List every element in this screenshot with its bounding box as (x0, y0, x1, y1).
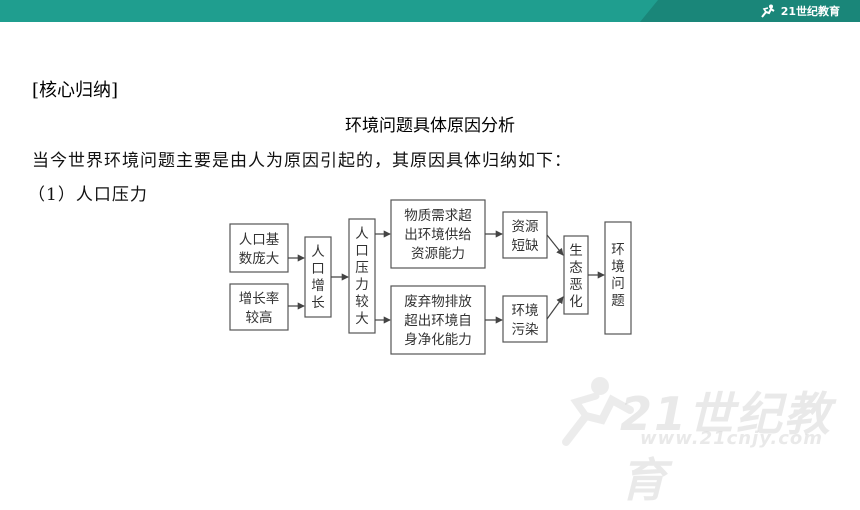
box-waste-discharge-line2: 超出环境自 (404, 313, 472, 329)
box-resource-shortage-line2: 短缺 (512, 238, 540, 254)
box-ecological-deterioration-c1: 生 (569, 243, 583, 259)
watermark-url: www.21cnjy.com (640, 428, 823, 449)
box-population-base: 人口基 数庞大 (229, 223, 289, 273)
box-population-pressure-c4: 力 (355, 277, 369, 293)
box-growth-rate-line2: 较高 (246, 309, 273, 326)
box-material-demand: 物质需求超 出环境供给 资源能力 (390, 199, 486, 269)
box-environmental-pollution: 环境 污染 (502, 295, 548, 343)
logo-text: 21世纪教育 (780, 5, 840, 18)
box-ecological-deterioration-c4: 化 (569, 294, 583, 310)
box-population-base-line1: 人口基 (239, 231, 280, 248)
box-environmental-problem-c3: 问 (611, 276, 625, 292)
box-population-pressure-c3: 压 (355, 260, 369, 276)
box-waste-discharge-line3: 身净化能力 (404, 332, 472, 348)
box-population-pressure-c5: 较 (355, 294, 369, 310)
box-environmental-pollution-line1: 环境 (512, 303, 539, 319)
box-growth-rate: 增长率 较高 (229, 283, 289, 331)
box-environmental-problem-c4: 题 (611, 293, 625, 309)
box-material-demand-line2: 出环境供给 (404, 227, 472, 243)
watermark-runner-icon (562, 377, 634, 446)
runner-icon (760, 4, 775, 18)
box-growth-rate-line1: 增长率 (239, 290, 280, 307)
box-population-pressure-c2: 口 (355, 243, 369, 259)
page-title-text: 环境问题具体原因分析 (345, 116, 515, 136)
box-ecological-deterioration-c2: 态 (569, 260, 583, 276)
box-environmental-problem: 环 境 问 题 (604, 221, 632, 335)
box-population-pressure: 人 口 压 力 较 大 (348, 218, 376, 334)
box-environmental-problem-c2: 境 (611, 259, 625, 275)
box-ecological-deterioration: 生 态 恶 化 (563, 235, 589, 315)
top-banner-accent (640, 0, 860, 22)
box-material-demand-line1: 物质需求超 (404, 208, 472, 224)
box-material-demand-line3: 资源能力 (411, 246, 465, 262)
box-waste-discharge-line1: 废弃物排放 (404, 294, 472, 310)
box-population-base-line2: 数庞大 (239, 251, 280, 267)
box-resource-shortage-line1: 资源 (512, 219, 540, 235)
box-environmental-pollution-line2: 污染 (512, 322, 540, 338)
box-waste-discharge: 废弃物排放 超出环境自 身净化能力 (390, 285, 486, 355)
box-environmental-problem-c1: 环 (611, 242, 625, 258)
box-population-pressure-c1: 人 (355, 226, 369, 242)
subheading: （1）人口压力 (28, 185, 148, 205)
cause-flow-diagram: 人口基 数庞大 增长率 较高 人 口 增 长 人 口 压 力 较 大 物质需求超… (229, 199, 632, 355)
arrow-shortage-to-deterioration (546, 234, 564, 256)
box-population-pressure-c6: 大 (355, 311, 369, 327)
section-label: [核心归纳] (32, 80, 119, 101)
page-title: 环境问题具体原因分析 (0, 111, 860, 136)
arrow-pollution-to-deterioration (546, 296, 564, 320)
box-ecological-deterioration-c3: 恶 (569, 277, 583, 293)
box-population-growth-c4: 长 (311, 295, 325, 311)
box-population-growth-c2: 口 (311, 261, 325, 277)
box-population-growth: 人 口 增 长 (304, 236, 332, 318)
box-population-growth-c1: 人 (311, 244, 325, 260)
brand-logo: 21世纪教育 (759, 3, 840, 19)
intro-paragraph: 当今世界环境问题主要是由人为原因引起的，其原因具体归纳如下： (32, 151, 572, 171)
box-population-growth-c3: 增 (311, 278, 325, 294)
box-resource-shortage: 资源 短缺 (502, 211, 548, 259)
